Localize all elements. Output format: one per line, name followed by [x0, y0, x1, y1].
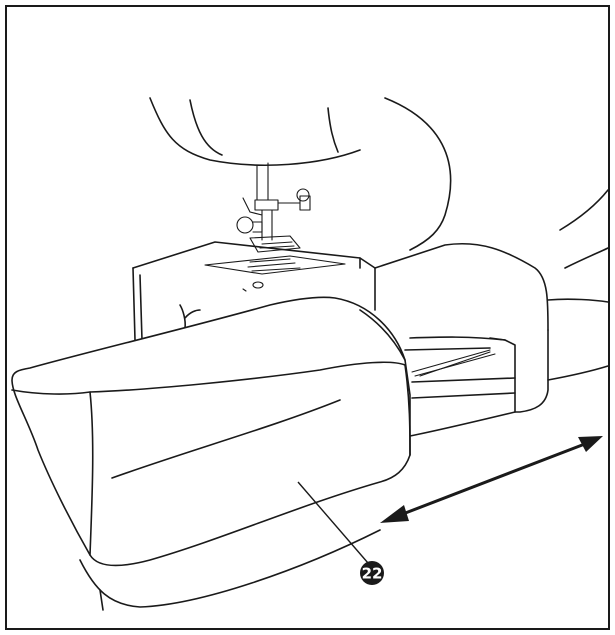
free-arm [374, 242, 609, 437]
machine-bed [132, 241, 376, 341]
callout-circle [360, 561, 384, 585]
callout-leader-line [297, 481, 369, 564]
diagram-border [5, 5, 610, 630]
presser-foot-and-needle [236, 162, 311, 253]
callout-badge-22: 22 [360, 561, 384, 585]
removable-accessory-box [11, 296, 411, 611]
double-headed-arrow [380, 436, 603, 523]
callout-number: 22 [362, 565, 383, 583]
sewing-machine-head [149, 97, 609, 269]
